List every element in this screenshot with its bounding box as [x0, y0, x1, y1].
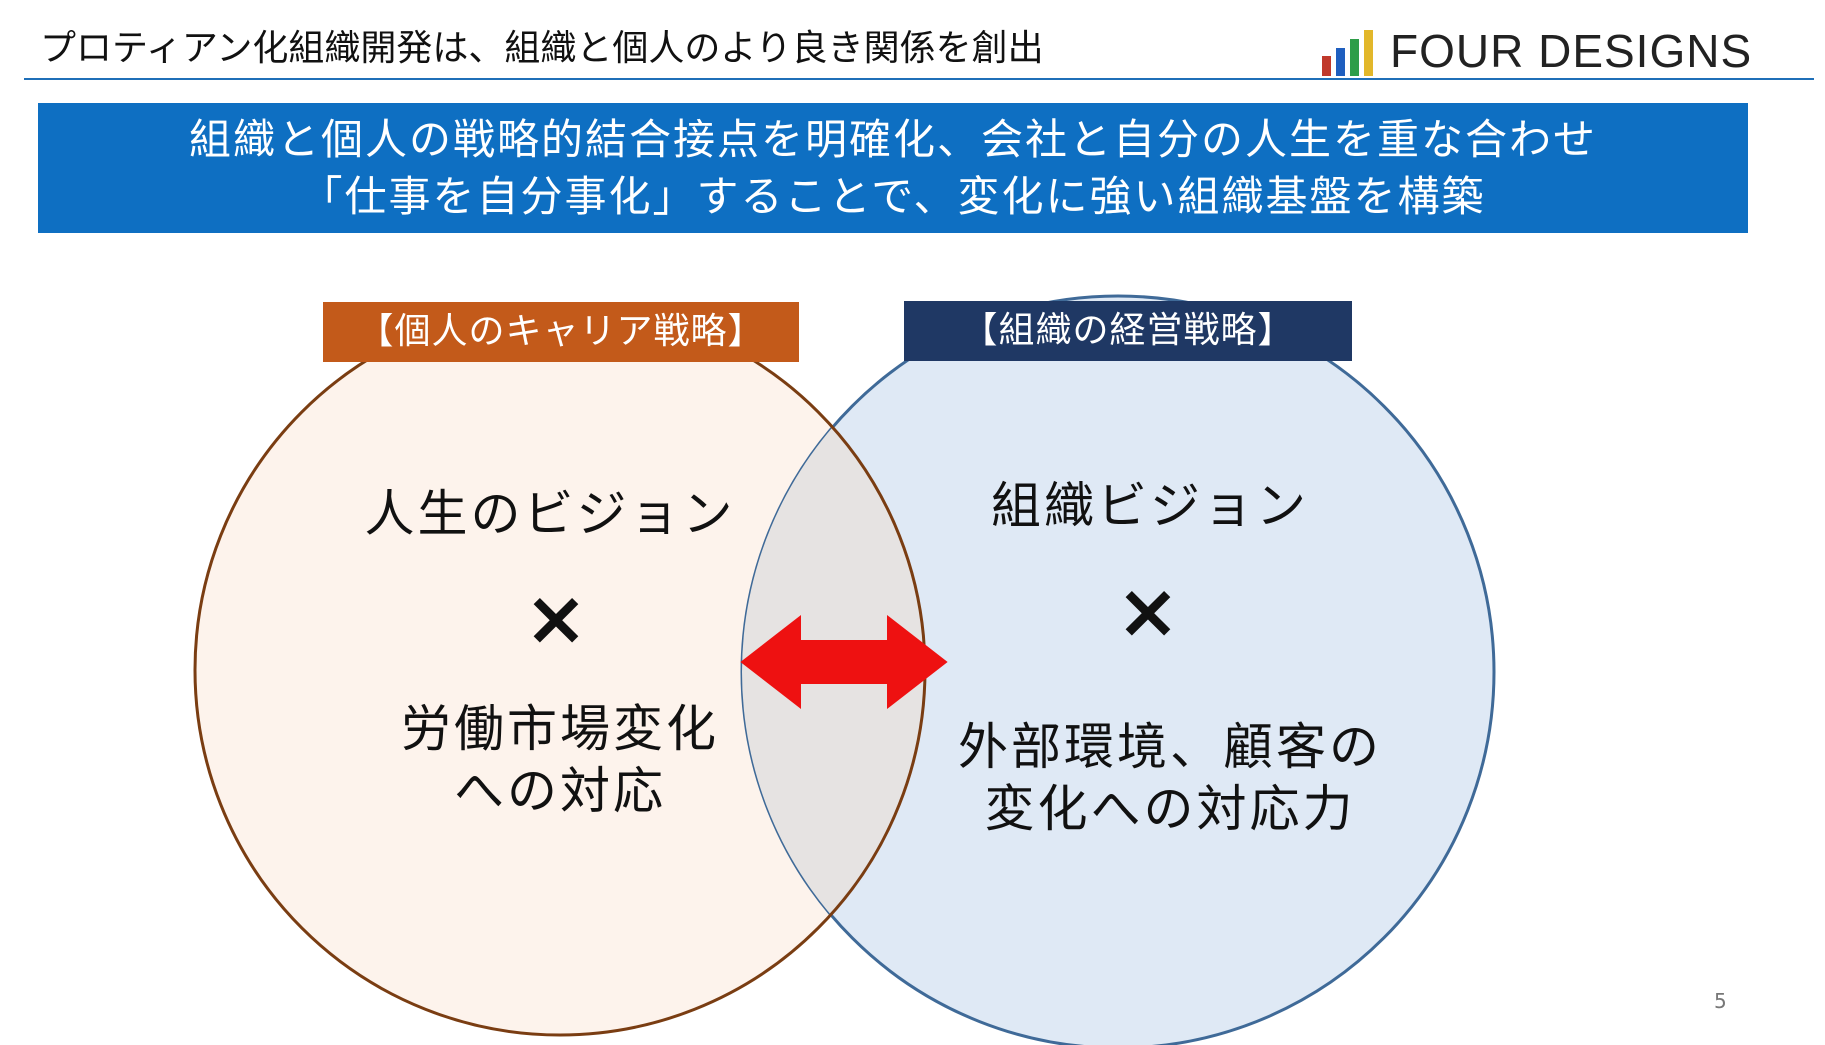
- double-headed-arrow: [740, 614, 948, 710]
- logo-text: FOUR DESIGNS: [1390, 25, 1753, 77]
- page-number: 5: [1714, 989, 1727, 1013]
- header-divider: [24, 78, 1814, 80]
- life-vision-text: 人生のビジョン: [364, 485, 736, 543]
- multiply-symbol-right: ×: [1116, 575, 1180, 655]
- banner-line-2: 「仕事を自分事化」することで、変化に強い組織基盤を構築: [300, 172, 1486, 221]
- labor-market-line-1: 労働市場変化: [401, 700, 719, 758]
- organization-strategy-label: 【組織の経営戦略】: [904, 301, 1352, 361]
- bar-chart-logo-icon: [1322, 30, 1373, 76]
- multiply-icon-right: ×: [1116, 575, 1180, 655]
- external-environment-line-2: 変化への対応力: [984, 780, 1356, 838]
- banner-line-1: 組織と個人の戦略的結合接点を明確化、会社と自分の人生を重な合わせ: [188, 115, 1597, 164]
- multiply-icon-left: ×: [524, 582, 588, 662]
- multiply-symbol-left: ×: [524, 582, 588, 662]
- logo-bar-1: [1322, 56, 1331, 76]
- labor-market-change-text: 労働市場変化 への対応: [370, 698, 750, 822]
- external-environment-text: 外部環境、顧客の 変化への対応力: [930, 716, 1410, 840]
- personal-career-strategy-label: 【個人のキャリア戦略】: [323, 302, 799, 362]
- labor-market-line-2: への対応: [454, 762, 666, 820]
- message-banner: 組織と個人の戦略的結合接点を明確化、会社と自分の人生を重な合わせ 「仕事を自分事…: [38, 103, 1748, 233]
- left-circle: [195, 305, 925, 1035]
- page-title: プロティアン化組織開発は、組織と個人のより良き関係を創出: [40, 28, 1044, 69]
- company-logo: FOUR DESIGNS: [1320, 20, 1752, 76]
- logo-bar-3: [1350, 39, 1359, 76]
- organization-vision-text: 組織ビジョン: [991, 477, 1309, 535]
- external-environment-line-1: 外部環境、顧客の: [958, 718, 1382, 776]
- logo-bar-2: [1336, 48, 1345, 76]
- logo-bar-4: [1364, 30, 1373, 76]
